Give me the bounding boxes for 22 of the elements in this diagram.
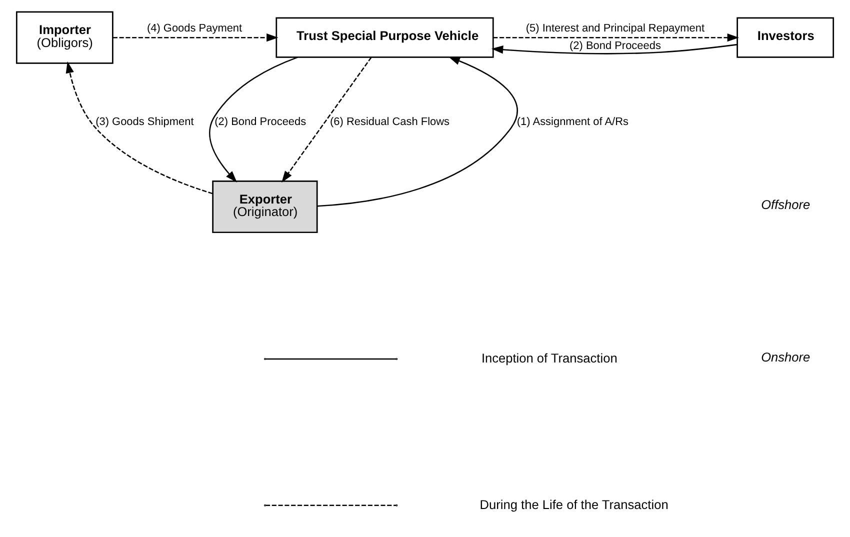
edge-label: (6) Residual Cash Flows	[330, 116, 450, 128]
label: Offshore	[761, 197, 810, 212]
arrow	[491, 44, 738, 54]
edge-label: (5) Interest and Principal Repayment	[526, 22, 705, 35]
node-box: Exporter (Originator)	[212, 180, 318, 234]
arrow	[317, 56, 518, 207]
edge-label: (2) Bond Proceeds	[569, 40, 661, 52]
node-box: Importer (Obligors)	[16, 11, 114, 64]
node-box: Trust Special Purpose Vehicle	[276, 17, 494, 58]
arrow	[282, 57, 372, 183]
edge-label: (1) Assignment of A/Rs	[516, 116, 628, 128]
arrow	[493, 33, 740, 42]
node-box: Investors	[736, 17, 834, 58]
arrow	[66, 61, 213, 194]
edge-label: (4) Goods Payment	[146, 22, 242, 35]
arrow	[112, 33, 278, 42]
edge-label: (2) Bond Proceeds	[214, 116, 306, 128]
legend-label: During the Life of the Transaction	[480, 496, 668, 512]
edge-label: (3) Goods Shipment	[96, 116, 194, 128]
legend-label: Inception of Transaction	[481, 350, 618, 366]
arrow	[209, 56, 298, 182]
label: Onshore	[761, 350, 810, 365]
